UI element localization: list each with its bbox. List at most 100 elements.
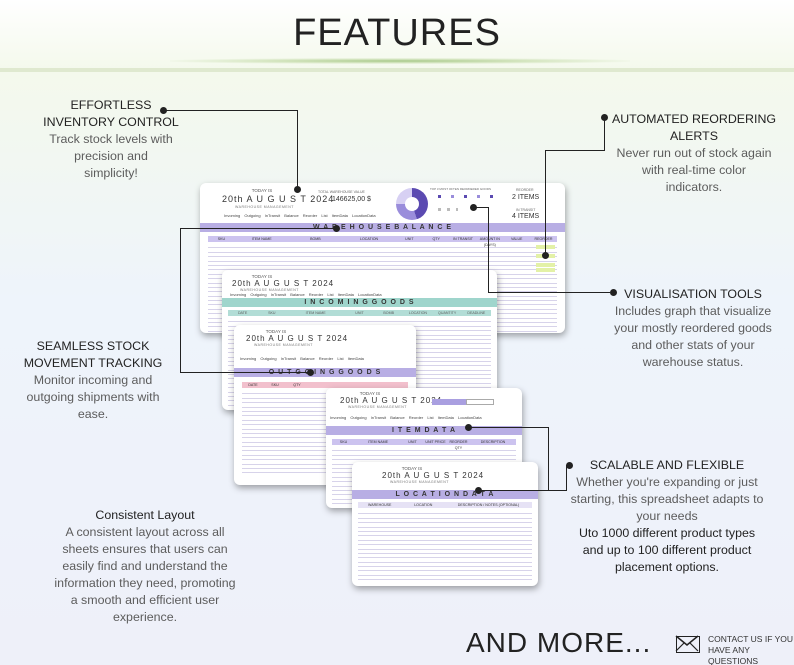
item-data-header: I T E M D A T A xyxy=(326,426,522,435)
feature-heading: INVENTORY CONTROL xyxy=(43,115,179,129)
feature-desc: indicators. xyxy=(665,180,723,194)
connector-line xyxy=(478,490,566,491)
connector-line xyxy=(473,207,489,208)
connector-line xyxy=(545,150,605,151)
date-display: 20th A U G U S T 2024 xyxy=(222,194,335,204)
feature-desc: placement options. xyxy=(614,560,719,574)
filter-field[interactable] xyxy=(466,399,494,405)
feature-desc: sheets ensures that users can xyxy=(62,542,228,556)
column-header: DESCRIPTION / NOTES (OPTIONAL) xyxy=(457,503,520,507)
feature-desc: warehouse status. xyxy=(642,355,744,369)
today-label: TODAY IS xyxy=(401,466,423,471)
column-header: REORDER xyxy=(534,237,553,241)
feature-heading: MOVEMENT TRACKING xyxy=(23,356,163,370)
filter-button[interactable] xyxy=(432,399,466,405)
feature-desc: A consistent layout across all xyxy=(65,525,225,539)
feature-heading: Consistent Layout xyxy=(95,508,195,522)
connector-line xyxy=(566,465,567,491)
column-header: UNIT PRICE xyxy=(425,440,446,444)
feature-visualisation: VISUALISATION TOOLS Includes graph that … xyxy=(602,286,784,371)
feature-desc: experience. xyxy=(112,610,178,624)
column-header: LOCATION xyxy=(408,311,427,315)
feature-desc: Monitor incoming and xyxy=(33,373,153,387)
item-data-columns: SKU ITEM NAME UNIT UNIT PRICE REORDER QT… xyxy=(332,439,516,450)
outgoing-columns-extra xyxy=(308,382,408,388)
connector-dot xyxy=(307,369,314,376)
column-header: REORDER QTY xyxy=(449,440,468,450)
reorder-pie-chart xyxy=(396,188,428,220)
date-display: 20th A U G U S T 2024 xyxy=(382,471,485,480)
column-header: ITEM NAME xyxy=(305,311,326,315)
column-header: DATE xyxy=(248,383,258,387)
feature-desc: simplicity! xyxy=(84,166,138,180)
sheet-nav[interactable]: Invoming Outgoing InTransit Balance Reor… xyxy=(330,415,482,420)
feature-reorder-alerts: AUTOMATED REORDERING ALERTS Never run ou… xyxy=(604,111,784,196)
title-underline xyxy=(170,58,630,64)
connector-line xyxy=(548,427,549,491)
connector-line xyxy=(468,427,549,428)
connector-dot xyxy=(333,225,340,232)
sheet-location-data: TODAY IS 20th A U G U S T 2024 WAREHOUSE… xyxy=(352,462,538,586)
feature-heading: VISUALISATION TOOLS xyxy=(624,287,762,301)
today-label: TODAY IS xyxy=(251,274,273,279)
column-header: AMOUNT IN (DAYS) xyxy=(479,237,500,247)
feature-scalable: SCALABLE AND FLEXIBLE Whether you're exp… xyxy=(556,457,778,576)
contact-text[interactable]: CONTACT US IF YOU HAVE ANY QUESTIONS xyxy=(708,634,794,665)
feature-desc: and up to 100 different product xyxy=(582,543,752,557)
location-data-rows xyxy=(358,510,532,581)
reorder-count: 2 ITEMS xyxy=(512,194,540,201)
feature-heading: SEAMLESS STOCK xyxy=(36,339,150,353)
feature-desc: Includes graph that visualize xyxy=(614,304,772,318)
feature-desc: a smooth and efficient user xyxy=(70,593,220,607)
feature-stock-tracking: SEAMLESS STOCK MOVEMENT TRACKING Monitor… xyxy=(8,338,178,423)
feature-desc: Track stock levels with xyxy=(49,132,173,146)
chart-legend xyxy=(438,208,458,211)
date-display: 20th A U G U S T 2024 xyxy=(246,334,349,343)
feature-heading: SCALABLE AND FLEXIBLE xyxy=(589,458,745,472)
feature-desc: your needs xyxy=(636,509,698,523)
in-transit-label: IN TRANSIT xyxy=(516,208,536,212)
feature-desc: starting, this spreadsheet adapts to xyxy=(570,492,764,506)
column-header: ITEM NAME xyxy=(368,440,388,444)
envelope-icon[interactable] xyxy=(675,635,700,653)
connector-line xyxy=(180,228,181,373)
feature-desc: ease. xyxy=(77,407,109,421)
column-header: SKU xyxy=(271,383,279,387)
chart-legend xyxy=(438,195,494,198)
feature-consistent-layout: Consistent Layout A consistent layout ac… xyxy=(42,507,248,626)
column-header: SKU xyxy=(217,237,226,241)
sheet-nav[interactable]: Invoming Outgoing InTransit Balance Reor… xyxy=(224,213,376,218)
column-header: SKU xyxy=(268,311,276,315)
connector-line xyxy=(180,228,335,229)
connector-dot xyxy=(542,252,549,259)
subtitle: WAREHOUSE MANAGEMENT xyxy=(348,405,407,409)
feature-heading: ALERTS xyxy=(670,129,718,143)
connector-line xyxy=(604,117,605,150)
chart-label: TOP 3 MOST OFTEN REORDERED GOODS xyxy=(430,187,492,191)
column-header: DESCRIPTION xyxy=(480,440,506,444)
connector-dot xyxy=(294,186,301,193)
connector-line xyxy=(488,292,610,293)
today-label: TODAY IS xyxy=(359,391,381,396)
in-transit-count: 4 ITEMS xyxy=(512,213,540,220)
column-header: DATE xyxy=(237,311,248,315)
connector-line xyxy=(297,110,298,190)
column-header: UNIT xyxy=(405,237,414,241)
subtitle: WAREHOUSE MANAGEMENT xyxy=(240,288,299,292)
incoming-columns: DATE SKU ITEM NAME UNIT BOMB LOCATION QU… xyxy=(228,310,491,316)
column-header: QTY xyxy=(293,383,301,387)
balance-columns: SKU ITEM NAME BOMB LOCATION UNIT QTY IN … xyxy=(208,236,557,247)
sheet-nav[interactable]: Invoming Outgoing InTransit Balance Reor… xyxy=(230,292,382,297)
connector-dot xyxy=(610,289,617,296)
column-header: IN TRANSIT xyxy=(453,237,473,241)
sheet-nav[interactable]: Invoming Outgoing InTransit Balance Reor… xyxy=(240,356,364,361)
feature-inventory-control: EFFORTLESS INVENTORY CONTROL Track stock… xyxy=(22,97,200,182)
subtitle: WAREHOUSE MANAGEMENT xyxy=(235,205,294,209)
connector-line xyxy=(163,110,298,111)
total-value: 146625,00 $ xyxy=(332,196,371,203)
feature-desc: information they need, promoting xyxy=(54,576,236,590)
feature-desc: and other stats of your xyxy=(631,338,755,352)
feature-desc: Never run out of stock again xyxy=(616,146,772,160)
reorder-label: REORDER xyxy=(516,188,534,192)
header-band xyxy=(0,68,794,72)
